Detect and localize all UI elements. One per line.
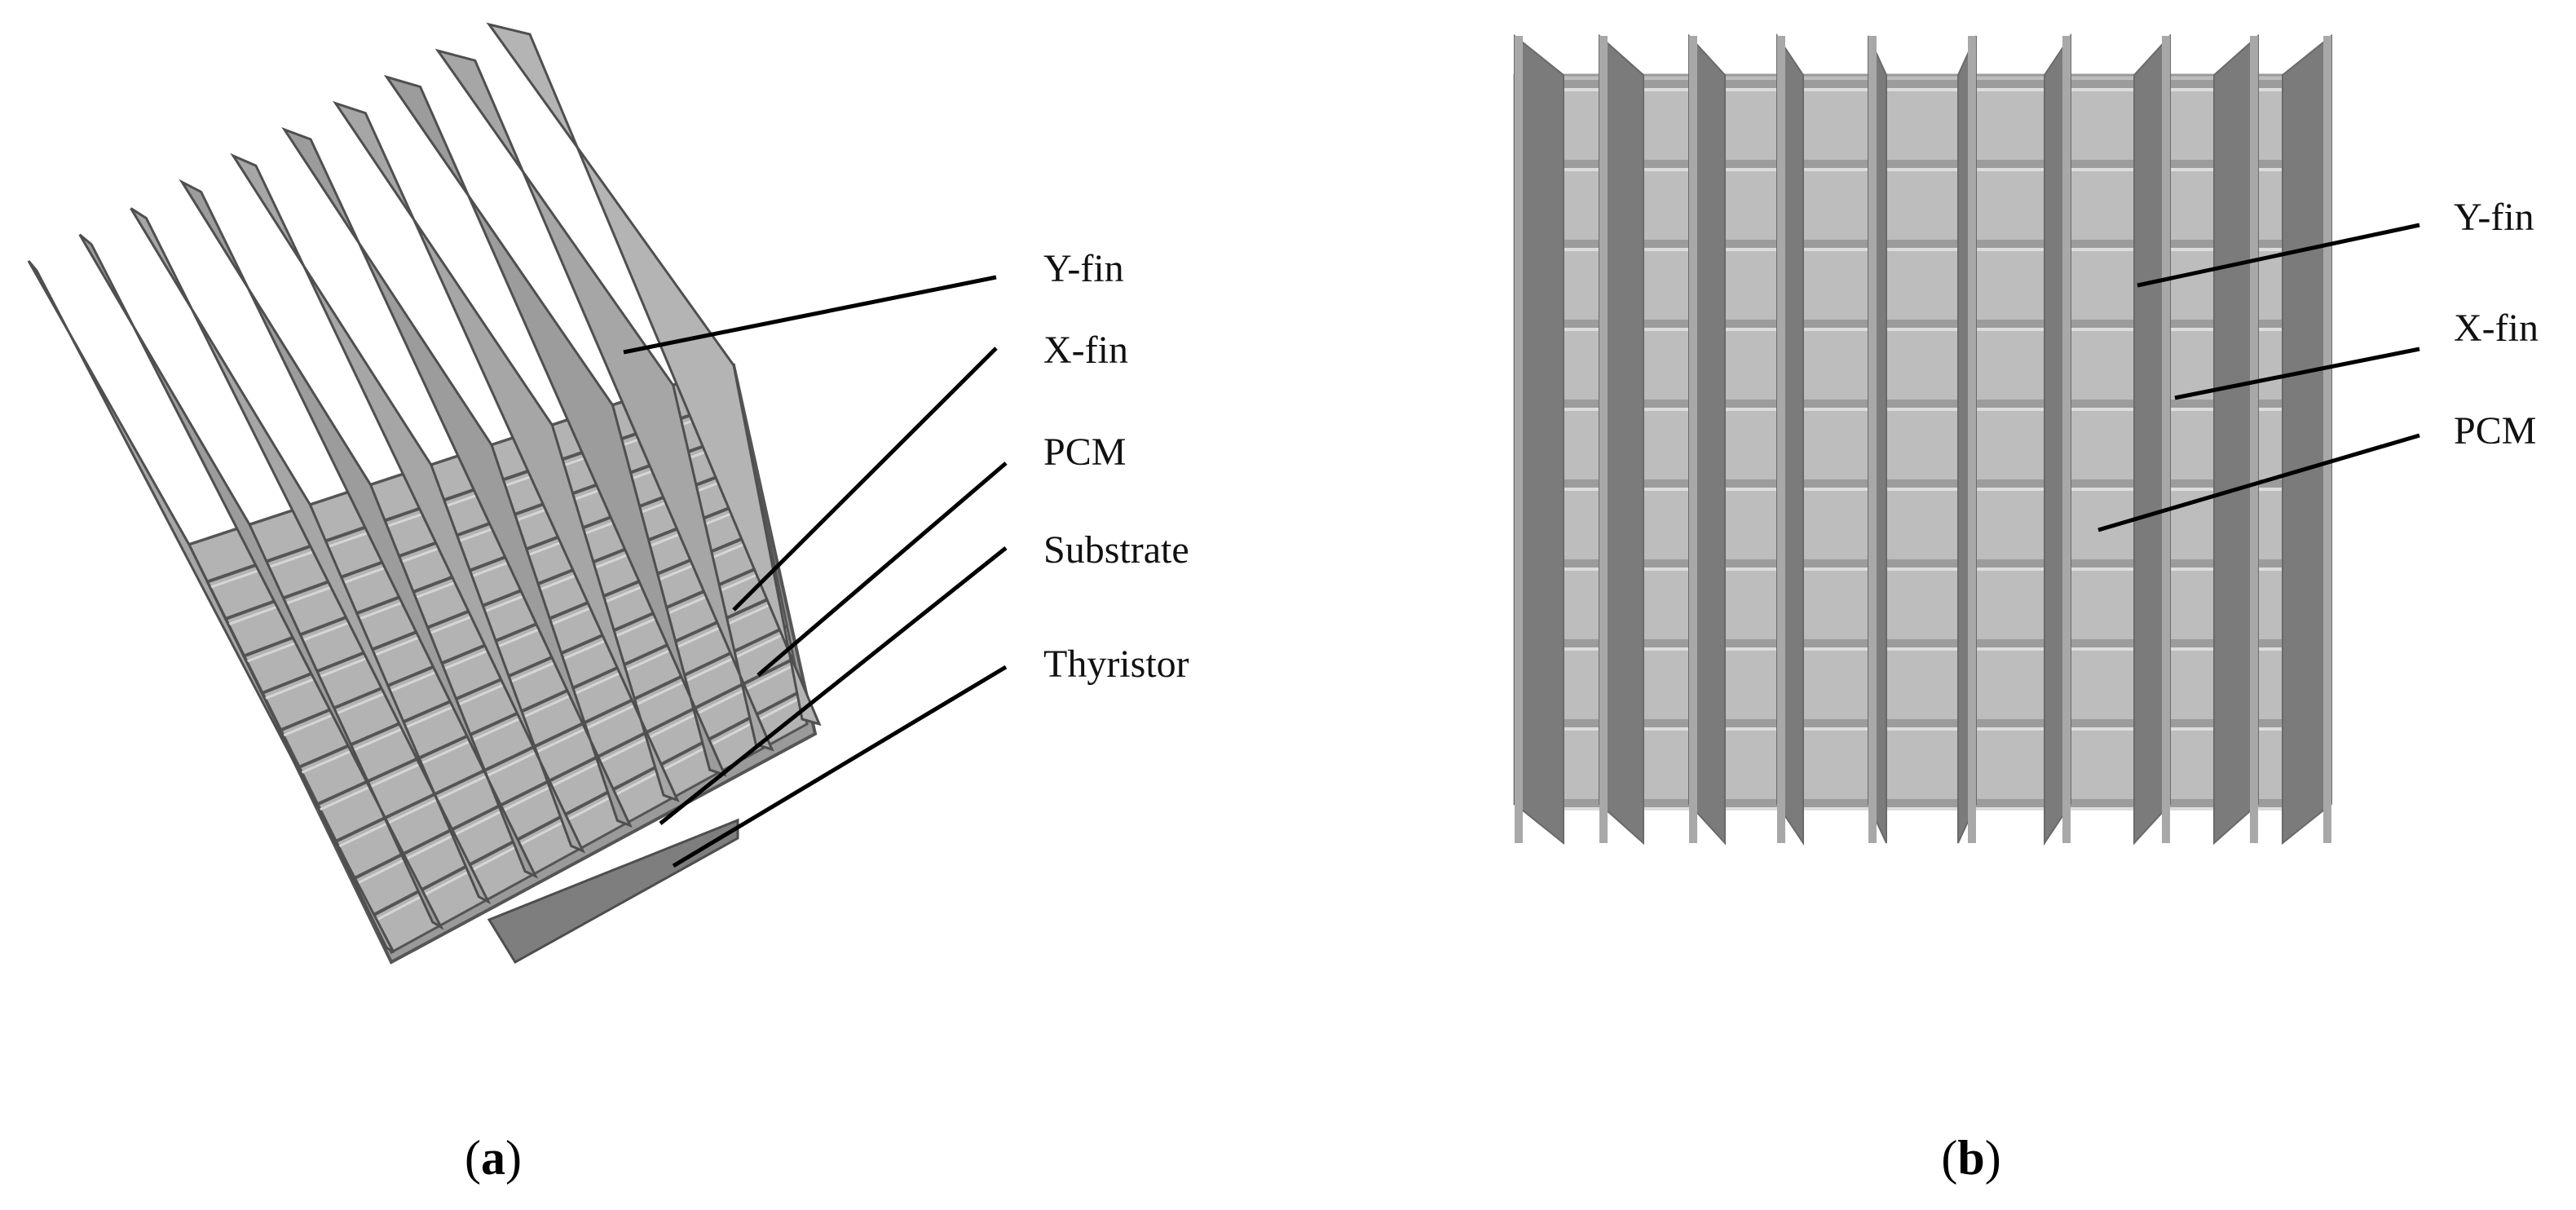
x-fin-row-highlight (1515, 647, 2284, 651)
y-fin (230, 152, 586, 854)
caption-a: (a) (465, 1131, 522, 1185)
y-fin-edge (1868, 36, 1877, 843)
y-fin-edge (1777, 36, 1785, 843)
y-fin-edge (2062, 36, 2071, 843)
leader-pcm-b (2097, 433, 2420, 532)
label-pcm-a: PCM (1043, 431, 1126, 474)
leader-y-fin-a (623, 275, 997, 355)
y-fin (27, 260, 395, 954)
x-fin-row-highlight (1515, 408, 2284, 411)
x-fin-row-highlight (1515, 168, 2284, 171)
y-fin (486, 22, 822, 726)
label-y-fin-a: Y-fin (1043, 247, 1124, 290)
x-fin-line (280, 527, 768, 732)
x-fin-line (372, 690, 801, 917)
label-x-fin-b: X-fin (2454, 307, 2539, 350)
y-fin (383, 74, 727, 777)
x-fin-row (1515, 400, 2284, 408)
x-fin-row (1515, 320, 2284, 328)
x-fin-highlight (262, 501, 761, 701)
x-fin-line (316, 592, 782, 806)
x-fin-row-highlight (1515, 328, 2284, 331)
y-fin-columns (1514, 33, 2332, 846)
y-fin (130, 207, 492, 905)
label-x-fin-a: X-fin (1043, 329, 1128, 372)
x-fin-highlight (298, 566, 774, 775)
x-fin-row (1515, 559, 2284, 567)
leader-x-fin-b (2174, 347, 2420, 400)
x-fin-line (354, 657, 795, 880)
x-fin-row (1515, 639, 2284, 647)
x-fin-row (1515, 479, 2284, 488)
x-fin-row (1515, 160, 2284, 168)
x-fin-highlight (335, 631, 788, 849)
leader-y-fin-b (2137, 223, 2420, 288)
x-fin-row-highlight (1515, 88, 2284, 91)
x-fin-row-highlight (1515, 488, 2284, 491)
y-fin (78, 233, 444, 930)
label-y-fin-b: Y-fin (2454, 196, 2534, 239)
y-fin (434, 48, 774, 752)
x-fin-highlight (354, 664, 795, 886)
x-fin-row (1515, 80, 2284, 88)
x-fin-row (1515, 719, 2284, 727)
y-fin-array (27, 22, 822, 954)
x-fin-line (298, 559, 774, 769)
x-fin-line (335, 625, 788, 843)
y-fin-edge (2162, 36, 2170, 843)
panel-a-heat-sink (27, 22, 822, 965)
y-fin-edge (2250, 36, 2258, 843)
x-fin-row (1515, 799, 2284, 807)
x-fin-highlight (317, 598, 781, 812)
y-fin (332, 100, 680, 802)
y-fin (179, 179, 539, 879)
label-thyristor-a: Thyristor (1043, 643, 1189, 686)
y-fin-edge (1599, 36, 1608, 843)
y-fin-edge (2323, 36, 2331, 843)
y-fin (281, 126, 633, 828)
leader-substrate-a (659, 546, 1008, 825)
caption-b: (b) (1941, 1131, 2000, 1185)
y-fin-edge (1689, 36, 1697, 843)
y-fin-edge (1968, 36, 1976, 843)
x-fin-highlight (280, 533, 768, 738)
label-substrate-a: Substrate (1043, 528, 1189, 572)
x-fin-rows (1515, 80, 2284, 810)
x-fin-row-highlight (1515, 727, 2284, 731)
y-fin-edge (1515, 36, 1523, 843)
thyristor-block (487, 818, 739, 965)
x-fin-row-highlight (1515, 248, 2284, 251)
leader-thyristor-a (672, 665, 1008, 868)
x-fin-highlight (372, 696, 801, 923)
leader-pcm-a (756, 461, 1008, 677)
label-pcm-b: PCM (2454, 409, 2536, 453)
leader-x-fin-a (732, 347, 998, 612)
panel-b-heat-sink (1513, 33, 2332, 846)
x-fin-row-highlight (1515, 807, 2284, 810)
x-fin-row-highlight (1515, 567, 2284, 571)
panel-a-leaders (623, 275, 1008, 868)
x-fin-row (1515, 240, 2284, 248)
panel-b-leaders (2097, 223, 2420, 532)
